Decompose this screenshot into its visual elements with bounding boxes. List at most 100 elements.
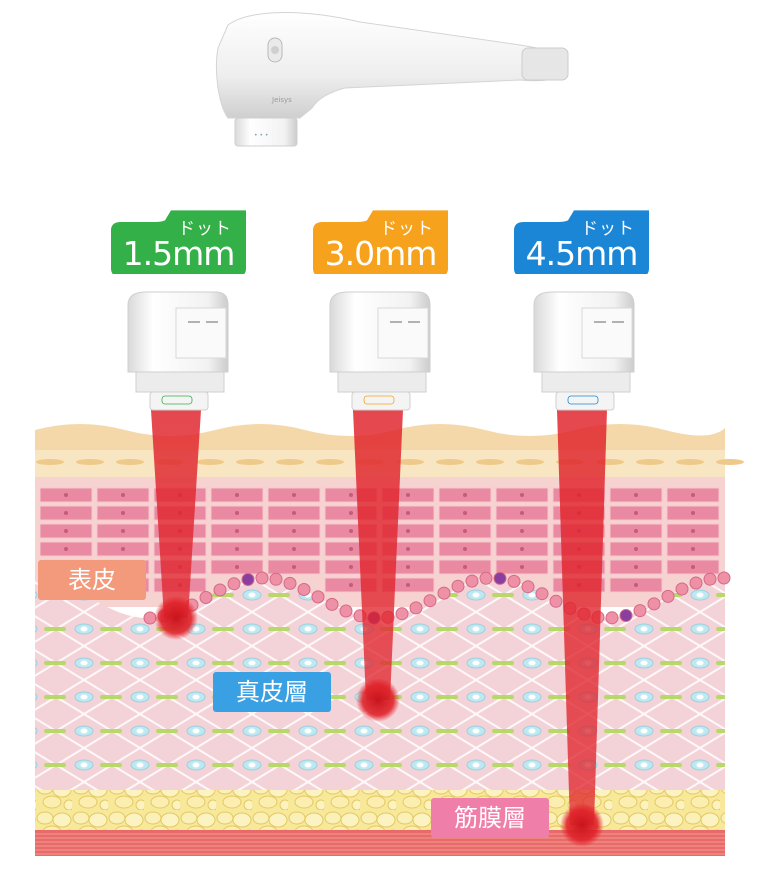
cell-nucleus (292, 565, 296, 569)
fat-layer (35, 790, 725, 832)
depth-badge-1-5mm: ドット 1.5mm (111, 208, 246, 274)
basal-cell (647, 597, 661, 611)
granule (316, 459, 344, 465)
basal-cell (213, 583, 227, 597)
cell-nucleus (121, 511, 125, 515)
badge-dot-label: ドット (178, 219, 232, 239)
basal-cell (493, 571, 507, 585)
muscle-fibers (35, 833, 725, 855)
tip-indicator (567, 395, 599, 405)
cell-nucleus (634, 493, 638, 497)
cell-nucleus (121, 529, 125, 533)
basal-cell (241, 573, 255, 586)
cell-nucleus (349, 547, 353, 551)
basal-cell (605, 611, 619, 625)
ultrasound-beams (151, 410, 607, 847)
tip-indicator (363, 395, 395, 405)
basal-cell (255, 571, 269, 585)
cell-nucleus (235, 493, 239, 497)
granule (196, 459, 224, 465)
ultrasound-beam (151, 410, 201, 618)
basal-cell (227, 577, 241, 591)
tip-head (149, 391, 209, 411)
basal-cell (199, 591, 213, 604)
basal-cell (521, 580, 535, 594)
cartridge-tip (533, 291, 635, 411)
epidermis-label: 表皮 (38, 560, 146, 600)
tip-window (377, 307, 429, 359)
badge-dot-label: ドット (581, 219, 635, 239)
cell-nucleus (406, 511, 410, 515)
basal-cell (549, 594, 563, 608)
cartridge-tips (127, 291, 635, 411)
hifu-handpiece: Jeisys • • • (215, 12, 569, 147)
cell-nucleus (691, 529, 695, 533)
granule (236, 459, 264, 465)
basal-cell (451, 579, 465, 593)
tip-head (351, 391, 411, 411)
granule (36, 459, 64, 465)
basal-cell (437, 586, 451, 600)
cell-nucleus (292, 529, 296, 533)
basal-cell (465, 574, 479, 588)
cell-nucleus (463, 511, 467, 515)
badge-dot-label: ドット (380, 219, 434, 239)
basal-cell (297, 583, 311, 596)
basal-cell (283, 576, 297, 590)
cell-nucleus (406, 529, 410, 533)
cell-nucleus (406, 565, 410, 569)
basal-cell (661, 589, 675, 603)
cell-nucleus (349, 583, 353, 587)
basal-cell (689, 576, 703, 590)
granule (676, 459, 704, 465)
tip-collar (135, 371, 225, 393)
cell-nucleus (634, 583, 638, 587)
cell-nucleus (292, 547, 296, 551)
cell-nucleus (520, 529, 524, 533)
cell-nucleus (349, 511, 353, 515)
cell-nucleus (64, 493, 68, 497)
basal-cell (325, 597, 339, 611)
focal-point (560, 803, 604, 847)
dermis-label: 真皮層 (213, 672, 331, 712)
cell-nucleus (121, 493, 125, 497)
cell-nucleus (691, 565, 695, 569)
basal-cell (633, 604, 647, 618)
cell-nucleus (634, 529, 638, 533)
basal-cell (507, 574, 521, 588)
ultrasound-beam (353, 410, 403, 700)
basal-cell (675, 582, 689, 596)
basal-cell (619, 609, 633, 622)
basal-cell (409, 601, 423, 615)
cell-nucleus (349, 565, 353, 569)
cell-nucleus (64, 547, 68, 551)
tip-window (175, 307, 227, 359)
cell-nucleus (235, 511, 239, 515)
cell-nucleus (64, 529, 68, 533)
cell-nucleus (634, 547, 638, 551)
basal-cell (395, 607, 409, 621)
cartridge-tip (127, 291, 229, 411)
cell-nucleus (463, 565, 467, 569)
cell-nucleus (520, 493, 524, 497)
cell-nucleus (406, 547, 410, 551)
basal-cell (339, 604, 353, 618)
granule (116, 459, 144, 465)
tip-collar (337, 371, 427, 393)
cell-nucleus (634, 511, 638, 515)
granule (636, 459, 664, 465)
focal-point (154, 596, 198, 640)
granule (396, 459, 424, 465)
cell-nucleus (121, 547, 125, 551)
ultrasound-beam (557, 410, 607, 825)
cell-nucleus (463, 493, 467, 497)
cell-nucleus (691, 493, 695, 497)
granule (276, 459, 304, 465)
badge-depth-value: 1.5mm (122, 234, 236, 273)
granule (76, 459, 104, 465)
cell-nucleus (520, 547, 524, 551)
cell-nucleus (64, 511, 68, 515)
cell-nucleus (349, 529, 353, 533)
